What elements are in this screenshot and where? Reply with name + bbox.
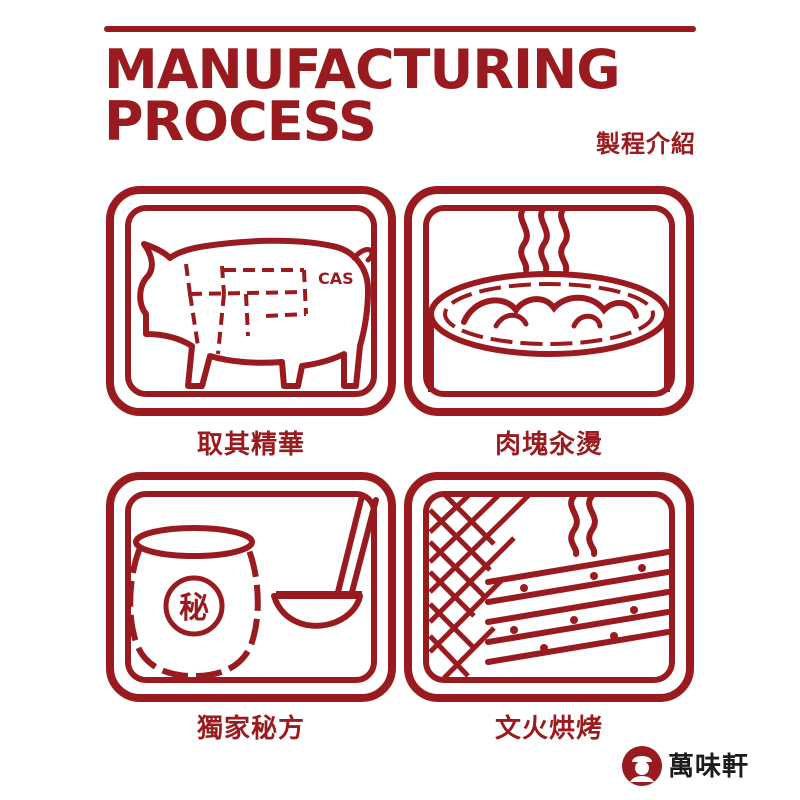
sauce-jar-icon: 秘 [106, 472, 396, 702]
step-card-1: CAS [106, 186, 396, 416]
top-rule [104, 26, 696, 32]
step-card-4 [404, 472, 694, 702]
page-subtitle: 製程介紹 [596, 130, 696, 158]
step-caption-2: 肉塊汆燙 [494, 430, 603, 460]
step-caption-1: 取其精華 [196, 430, 305, 460]
pig-cuts-icon: CAS [106, 186, 396, 416]
chef-logo-icon [622, 746, 662, 786]
step-caption-3: 獨家秘方 [196, 714, 305, 744]
secret-seal-label: 秘 [179, 591, 209, 626]
cas-label: CAS [318, 269, 354, 288]
title-line-2: PROCESS [104, 90, 377, 153]
boiling-pot-icon [404, 186, 694, 416]
grill-roasting-icon [404, 472, 694, 702]
brand-logo: 萬味軒 [620, 744, 796, 792]
step-card-3: 秘 [106, 472, 396, 702]
title-line-1: MANUFACTURING [104, 38, 621, 101]
step-caption-4: 文火烘烤 [494, 714, 603, 744]
step-card-2 [404, 186, 694, 416]
brand-name: 萬味軒 [668, 752, 750, 782]
page-title: MANUFACTURING PROCESS [104, 43, 621, 149]
